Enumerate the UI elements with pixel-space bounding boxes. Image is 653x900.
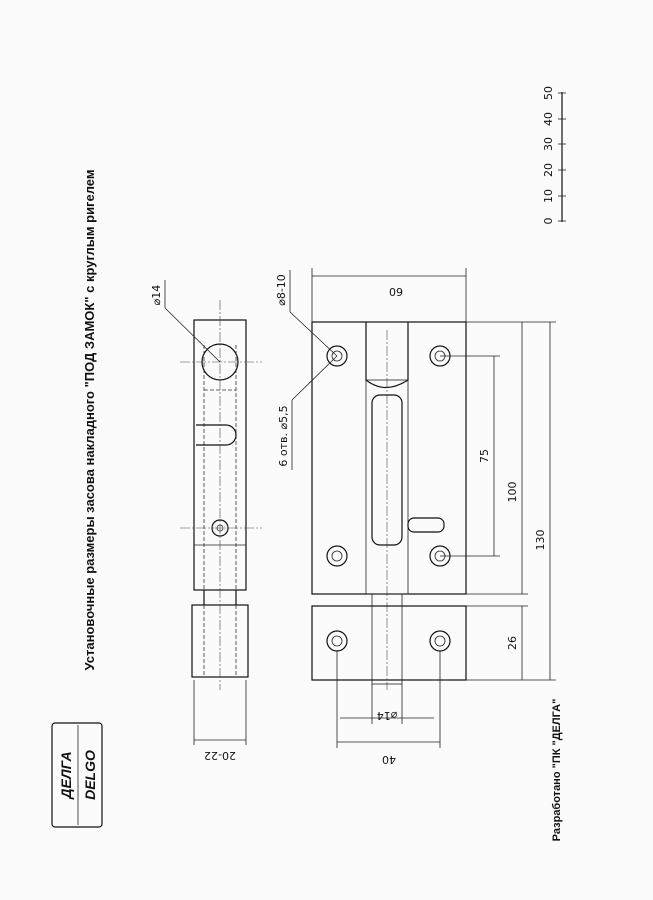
logo-frame bbox=[51, 722, 103, 828]
scale-tick-50: 50 bbox=[542, 86, 555, 100]
side-view: 20-22 ⌀14 bbox=[150, 280, 262, 762]
logo-line-1: ДЕЛГА bbox=[58, 751, 74, 799]
dim-75: 75 bbox=[478, 449, 491, 463]
mount-hole-1 bbox=[326, 345, 348, 367]
dim-holes: 6 отв. ⌀5,5 bbox=[277, 405, 290, 466]
logo-line-2: DELGO bbox=[82, 750, 98, 800]
dim-130: 130 bbox=[534, 530, 547, 551]
mount-hole-6 bbox=[429, 630, 451, 652]
scale-tick-40: 40 bbox=[542, 112, 555, 126]
mount-hole-3 bbox=[326, 545, 348, 567]
mount-hole-5 bbox=[326, 630, 348, 652]
bolt-handle bbox=[407, 517, 445, 533]
scale-tick-0: 0 bbox=[542, 218, 555, 225]
dim-dia8-10: ⌀8-10 bbox=[275, 274, 288, 306]
front-view-plate bbox=[311, 321, 467, 595]
scale-bar-ticks bbox=[558, 92, 566, 222]
dim-60: 60 bbox=[389, 285, 403, 298]
dim-100: 100 bbox=[506, 482, 519, 503]
scale-bar: 0 10 20 30 40 50 bbox=[542, 86, 566, 225]
dim-26: 26 bbox=[506, 636, 519, 650]
dim-40: 40 bbox=[382, 753, 396, 766]
scale-tick-30: 30 bbox=[542, 137, 555, 151]
leader-dia14-top bbox=[164, 307, 221, 363]
dim-dia14-top: ⌀14 bbox=[150, 285, 163, 306]
scale-tick-10: 10 bbox=[542, 189, 555, 203]
dim-20-22: 20-22 bbox=[204, 749, 236, 762]
drawing-title: Установочные размеры засова накладного "… bbox=[82, 170, 97, 671]
drawing-credit: Разработано "ПК "ДЕЛГА" bbox=[551, 699, 563, 842]
front-view: 60 75 100 130 26 ⌀14 40 ⌀8-10 bbox=[275, 268, 556, 766]
keeper-bolt bbox=[371, 593, 403, 685]
leader-holes bbox=[291, 355, 338, 401]
scale-tick-20: 20 bbox=[542, 163, 555, 177]
delga-logo: ДЕЛГА DELGO bbox=[51, 722, 103, 828]
leader-dia8-10 bbox=[289, 311, 338, 357]
front-view-keeper bbox=[311, 605, 467, 681]
dim-dia14-bottom: ⌀14 bbox=[377, 709, 398, 722]
side-slot bbox=[196, 424, 237, 446]
